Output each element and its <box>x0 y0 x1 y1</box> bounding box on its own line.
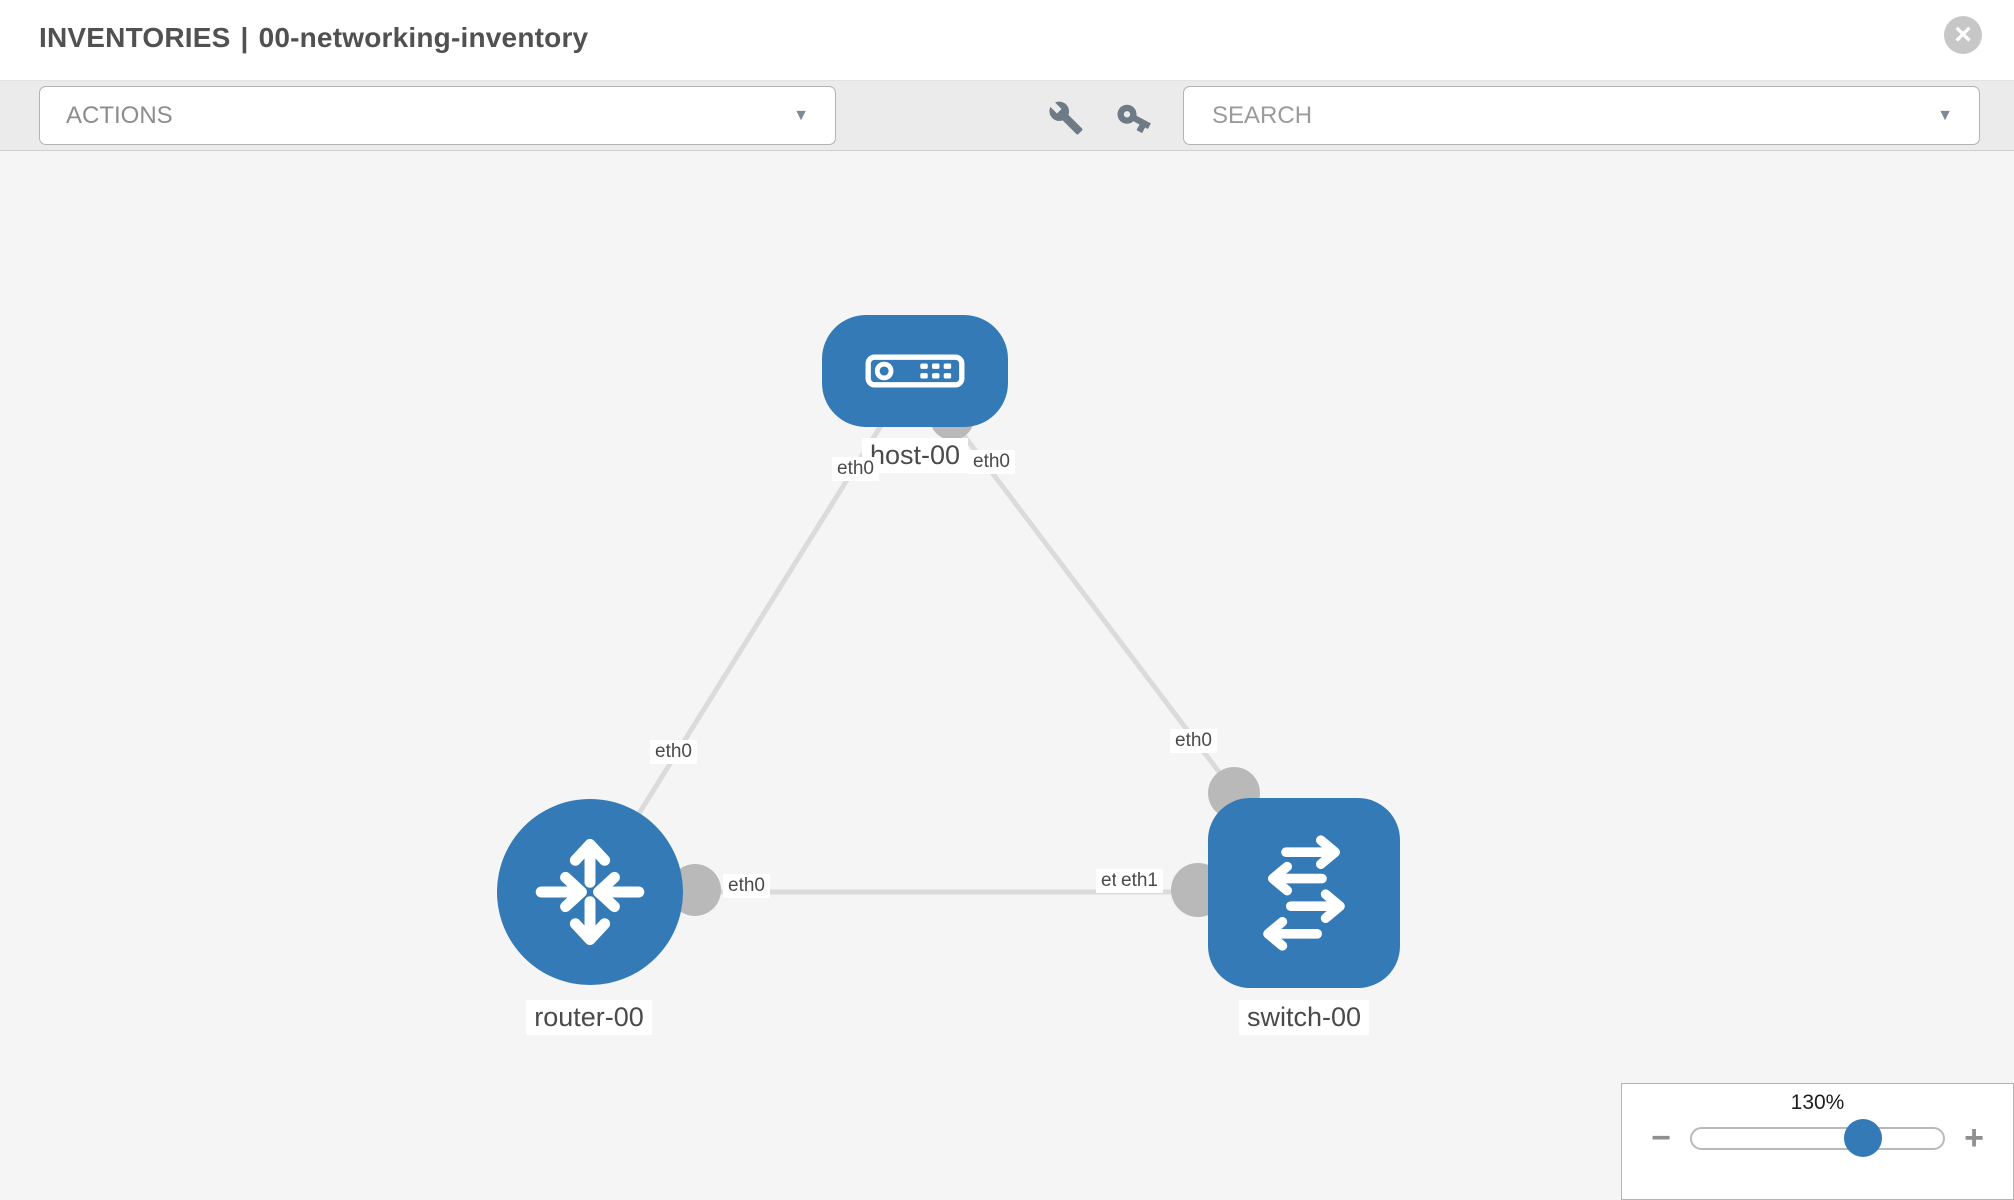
node-label-host[interactable]: host-00 <box>861 438 969 473</box>
links-layer <box>587 369 1304 917</box>
credentials-button[interactable] <box>1112 98 1156 138</box>
inventory-name: 00-networking-inventory <box>258 22 589 53</box>
key-icon <box>1117 104 1151 134</box>
topology-canvas[interactable]: host-00 router-00 switch-00 eth0 eth0 et… <box>0 151 2014 1200</box>
configure-button[interactable] <box>1044 98 1088 138</box>
host-icon <box>865 354 965 388</box>
iface-label-switch-eth1-front: eth1 <box>1116 869 1163 893</box>
iface-label-router-eth0-top: eth0 <box>650 740 697 764</box>
zoom-slider-track[interactable] <box>1690 1118 1945 1157</box>
zoom-out-button[interactable]: − <box>1644 1121 1678 1155</box>
iface-label-switch-eth0-top: eth0 <box>1170 729 1217 753</box>
title-separator: | <box>240 22 249 53</box>
iface-label-router-eth0-right: eth0 <box>723 874 770 898</box>
zoom-slider-row: − + <box>1622 1118 2013 1157</box>
zoom-level-label: 130% <box>1790 1091 1845 1114</box>
plus-icon: + <box>1964 1119 1984 1157</box>
zoom-slider-thumb[interactable] <box>1844 1118 1882 1157</box>
chevron-down-icon: ▼ <box>793 106 809 124</box>
wrench-icon <box>1049 101 1083 135</box>
node-host-00[interactable] <box>822 315 1008 427</box>
node-label-router[interactable]: router-00 <box>526 1000 652 1035</box>
zoom-in-button[interactable]: + <box>1957 1121 1991 1155</box>
node-switch-00[interactable] <box>1208 798 1400 988</box>
switch-icon <box>1263 835 1345 951</box>
breadcrumb-inventories[interactable]: INVENTORIES <box>39 22 231 53</box>
router-icon <box>535 838 645 946</box>
node-router-00[interactable] <box>497 799 683 985</box>
actions-dropdown-label: ACTIONS <box>66 101 173 129</box>
minus-icon: − <box>1651 1119 1671 1157</box>
close-button[interactable]: × <box>1944 16 1982 54</box>
header: INVENTORIES | 00-networking-inventory × <box>0 0 2014 80</box>
iface-label-host-eth0-right: eth0 <box>968 450 1015 474</box>
node-label-switch[interactable]: switch-00 <box>1238 1000 1370 1035</box>
chevron-down-icon: ▼ <box>1937 106 1953 124</box>
search-dropdown[interactable]: ▼ <box>1183 86 1980 145</box>
page-title: INVENTORIES | 00-networking-inventory <box>39 22 588 54</box>
close-icon: × <box>1954 18 1972 51</box>
toolbar: ACTIONS ▼ ▼ <box>0 80 2014 151</box>
zoom-panel: 130% − + <box>1621 1083 2014 1200</box>
search-input[interactable] <box>1210 100 1894 131</box>
iface-label-host-eth0-left: eth0 <box>832 457 879 481</box>
actions-dropdown[interactable]: ACTIONS ▼ <box>39 86 836 145</box>
link-host-switch <box>913 369 1240 799</box>
